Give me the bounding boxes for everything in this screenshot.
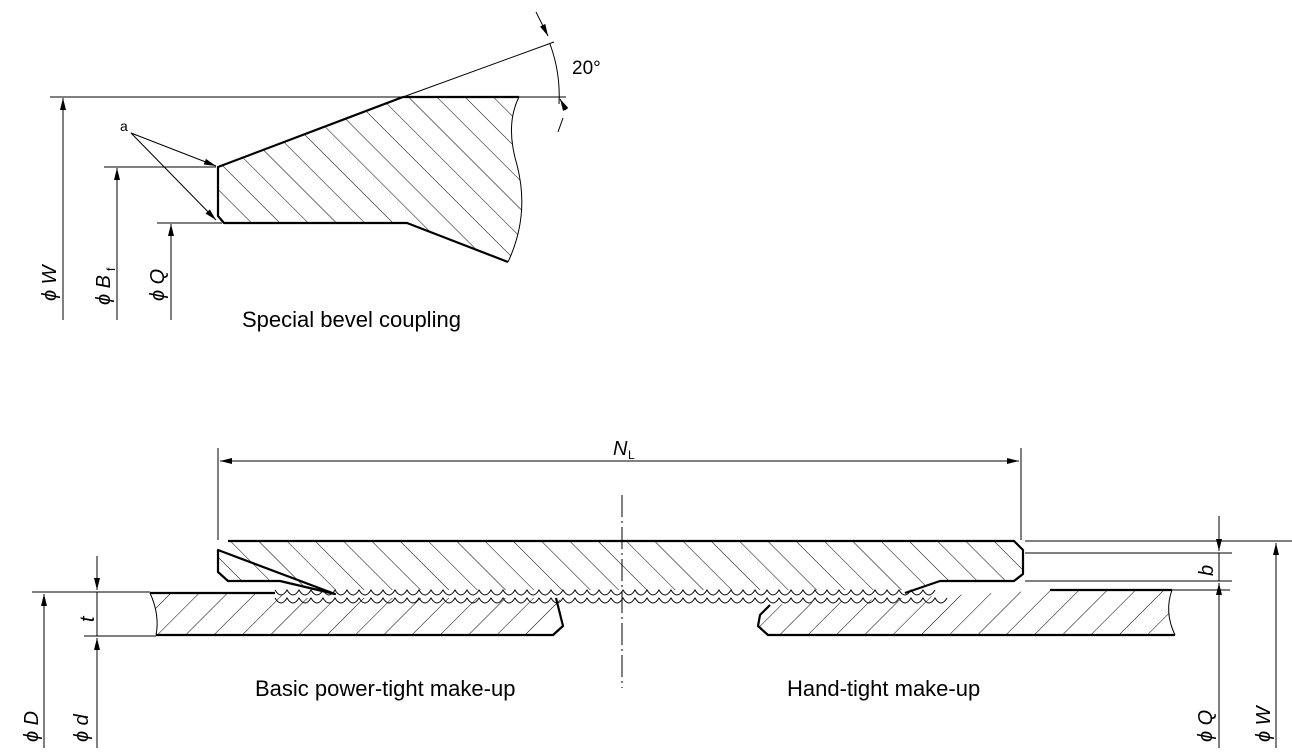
dim-t: t	[77, 615, 99, 622]
svg-text:N: N	[613, 438, 628, 460]
svg-text:L: L	[628, 448, 635, 462]
coupling-outline	[216, 539, 1025, 596]
dim-Q-top: ϕ Q	[147, 269, 169, 301]
dim-W-top: ϕ W	[39, 263, 61, 301]
dim-d: ϕ d	[71, 713, 93, 742]
coupling-thread	[274, 589, 936, 596]
callout-a: a	[120, 118, 128, 134]
special-bevel-detail: 20° a ϕ W ϕ B f ϕ Q Special bevel coupli…	[39, 11, 601, 332]
dim-b: b	[1196, 565, 1218, 576]
dim-W-bottom: ϕ W	[1253, 704, 1275, 742]
svg-text:f: f	[104, 267, 118, 271]
coupling-assembly: N L t ϕ D ϕ d	[21, 438, 1292, 748]
dim-NL: N L	[613, 438, 635, 462]
left-pipe-outline	[150, 591, 565, 637]
dim-D: ϕ D	[21, 711, 43, 742]
left-pipe-hatch	[150, 593, 563, 635]
dim-Q-bottom: ϕ Q	[1195, 710, 1217, 742]
bevel-section-hatch	[218, 97, 522, 262]
left-caption: Basic power-tight make-up	[255, 676, 515, 701]
dim-Bf: ϕ B f	[93, 267, 118, 305]
right-caption: Hand-tight make-up	[787, 676, 980, 701]
angle-label: 20°	[572, 58, 601, 79]
coupling-hatch	[218, 541, 1023, 590]
bevel-break-line	[507, 96, 523, 263]
svg-text:ϕ B: ϕ B	[93, 275, 115, 305]
right-pipe-hatch	[758, 590, 1175, 635]
top-caption: Special bevel coupling	[242, 307, 461, 332]
